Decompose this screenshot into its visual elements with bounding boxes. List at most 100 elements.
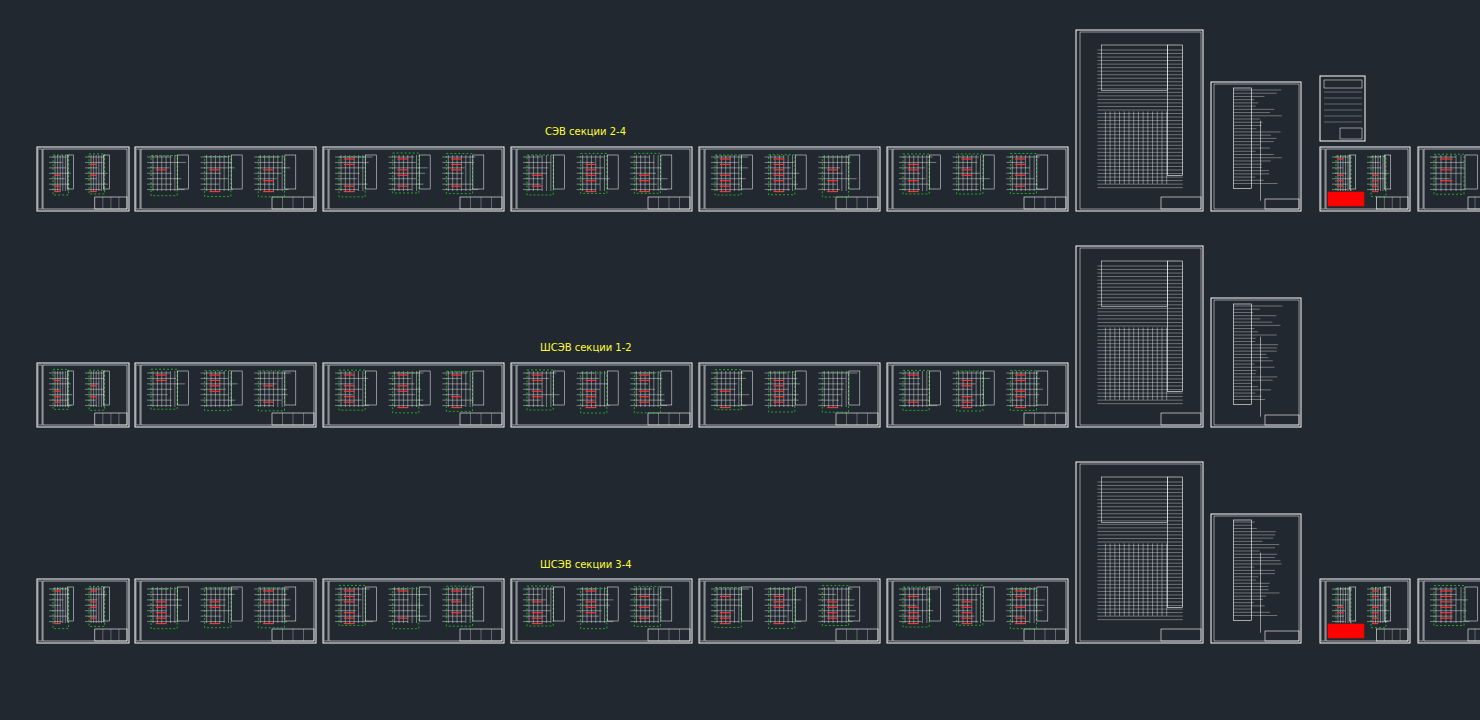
wire-line <box>523 378 549 379</box>
wire-line <box>818 621 852 622</box>
wire-line <box>587 155 588 191</box>
wire-line <box>846 371 847 407</box>
wire-line <box>953 605 971 606</box>
wire-line <box>824 371 825 407</box>
wire-line <box>1045 629 1046 641</box>
wire-line <box>827 169 838 170</box>
wire-line <box>1097 485 1182 486</box>
wire-line <box>157 371 158 407</box>
wire-line <box>1234 138 1277 139</box>
wire-line <box>1029 155 1030 191</box>
wire-line <box>961 607 972 608</box>
wire-line <box>532 618 543 619</box>
wire-line <box>273 587 274 623</box>
wire-line <box>1034 413 1035 425</box>
wire-line <box>1367 616 1377 617</box>
wire-line <box>773 180 784 181</box>
wire-line <box>49 621 62 622</box>
wire-line <box>953 400 975 401</box>
wire-line <box>1006 378 1040 379</box>
sheet-border <box>517 581 690 641</box>
wire-line <box>1097 403 1182 404</box>
wire-line <box>523 599 546 600</box>
terminal-strip <box>795 371 806 405</box>
wire-line <box>953 157 979 158</box>
wire-line <box>1430 589 1456 590</box>
wire-line <box>1015 380 1026 381</box>
wire-line <box>201 394 229 395</box>
wire-line <box>1133 327 1134 399</box>
wire-line <box>1006 184 1037 185</box>
wire-line <box>577 394 596 395</box>
wire-line <box>90 191 97 192</box>
wire-line <box>523 167 548 168</box>
wire-line <box>1234 135 1272 136</box>
wire-line <box>1138 111 1139 183</box>
wire-line <box>783 587 784 623</box>
wire-line <box>206 155 207 191</box>
wire-line <box>720 623 731 624</box>
wire-line <box>783 155 784 191</box>
binding-strip <box>38 365 42 425</box>
wire-line <box>577 373 595 374</box>
sheet-border <box>1214 300 1299 425</box>
wire-line <box>953 173 980 174</box>
wire-line <box>720 164 731 165</box>
wire-line <box>585 396 596 397</box>
wire-line <box>1430 594 1457 595</box>
wire-line <box>1097 74 1182 75</box>
sheet-border <box>705 581 878 641</box>
wire-line <box>85 400 96 401</box>
wire-line <box>282 629 283 641</box>
wire-line <box>1097 538 1182 539</box>
sheet-border <box>141 149 314 209</box>
wire-line <box>1105 327 1106 399</box>
wire-line <box>1430 167 1465 168</box>
wire-line <box>201 616 222 617</box>
wire-line <box>1234 306 1283 307</box>
wire-line <box>254 610 284 611</box>
sheet-border <box>1080 464 1201 641</box>
wire-line <box>846 629 847 641</box>
wire-line <box>335 162 369 163</box>
terminal-strip <box>231 587 242 621</box>
title-block <box>1161 197 1201 209</box>
sheet-border <box>1214 84 1299 209</box>
wire-line <box>792 371 793 407</box>
wire-line <box>523 189 542 190</box>
wire-line <box>470 371 471 407</box>
wire-line <box>1234 90 1282 91</box>
wire-line <box>1392 197 1393 209</box>
wire-line <box>85 616 97 617</box>
wire-line <box>206 371 207 407</box>
wire-line <box>101 155 102 191</box>
terminal-strip <box>285 371 296 405</box>
wire-line <box>1234 106 1256 107</box>
wire-line <box>201 405 232 406</box>
wire-line <box>1234 589 1269 590</box>
wire-line <box>1234 393 1256 394</box>
wire-line <box>818 610 856 611</box>
group-outline <box>822 372 848 412</box>
wire-line <box>908 164 919 165</box>
wire-line <box>110 413 111 425</box>
wire-line <box>828 371 829 407</box>
wire-line <box>1029 371 1030 407</box>
group-outline <box>822 157 848 197</box>
wire-line <box>335 189 358 190</box>
wire-line <box>827 612 838 613</box>
wire-line <box>585 402 596 403</box>
wire-line <box>585 607 596 608</box>
wire-line <box>827 191 838 192</box>
terminal-strip <box>231 371 242 405</box>
wire-line <box>209 607 220 608</box>
sheet-border <box>1424 581 1480 641</box>
wire-line <box>1097 527 1182 528</box>
wire-line <box>394 155 395 191</box>
wire-line <box>1119 327 1120 399</box>
wire-line <box>899 394 928 395</box>
wire-line <box>788 587 789 623</box>
group-outline <box>1336 156 1351 196</box>
sheet-frame <box>1076 246 1203 427</box>
wire-line <box>604 587 605 623</box>
